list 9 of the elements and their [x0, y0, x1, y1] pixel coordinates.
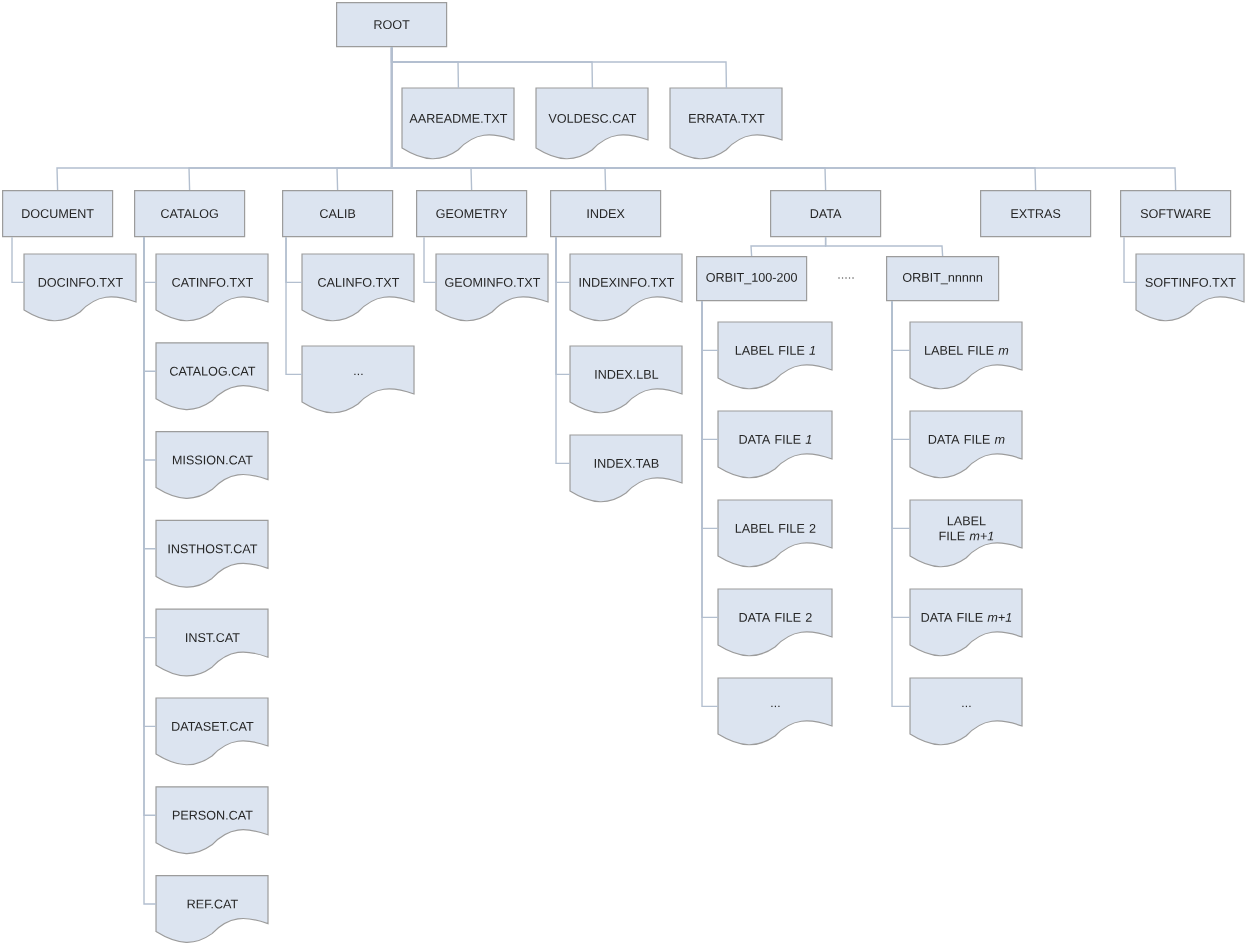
connector-line: [285, 236, 303, 376]
connector-line: [390, 46, 1177, 191]
connector-line: [1123, 236, 1137, 284]
connector-line: [701, 300, 719, 708]
connector-line: [423, 236, 437, 284]
connector-line: [11, 236, 25, 284]
connector-line: [555, 236, 571, 465]
connector-line: [824, 236, 944, 257]
connector-line: [891, 300, 911, 708]
